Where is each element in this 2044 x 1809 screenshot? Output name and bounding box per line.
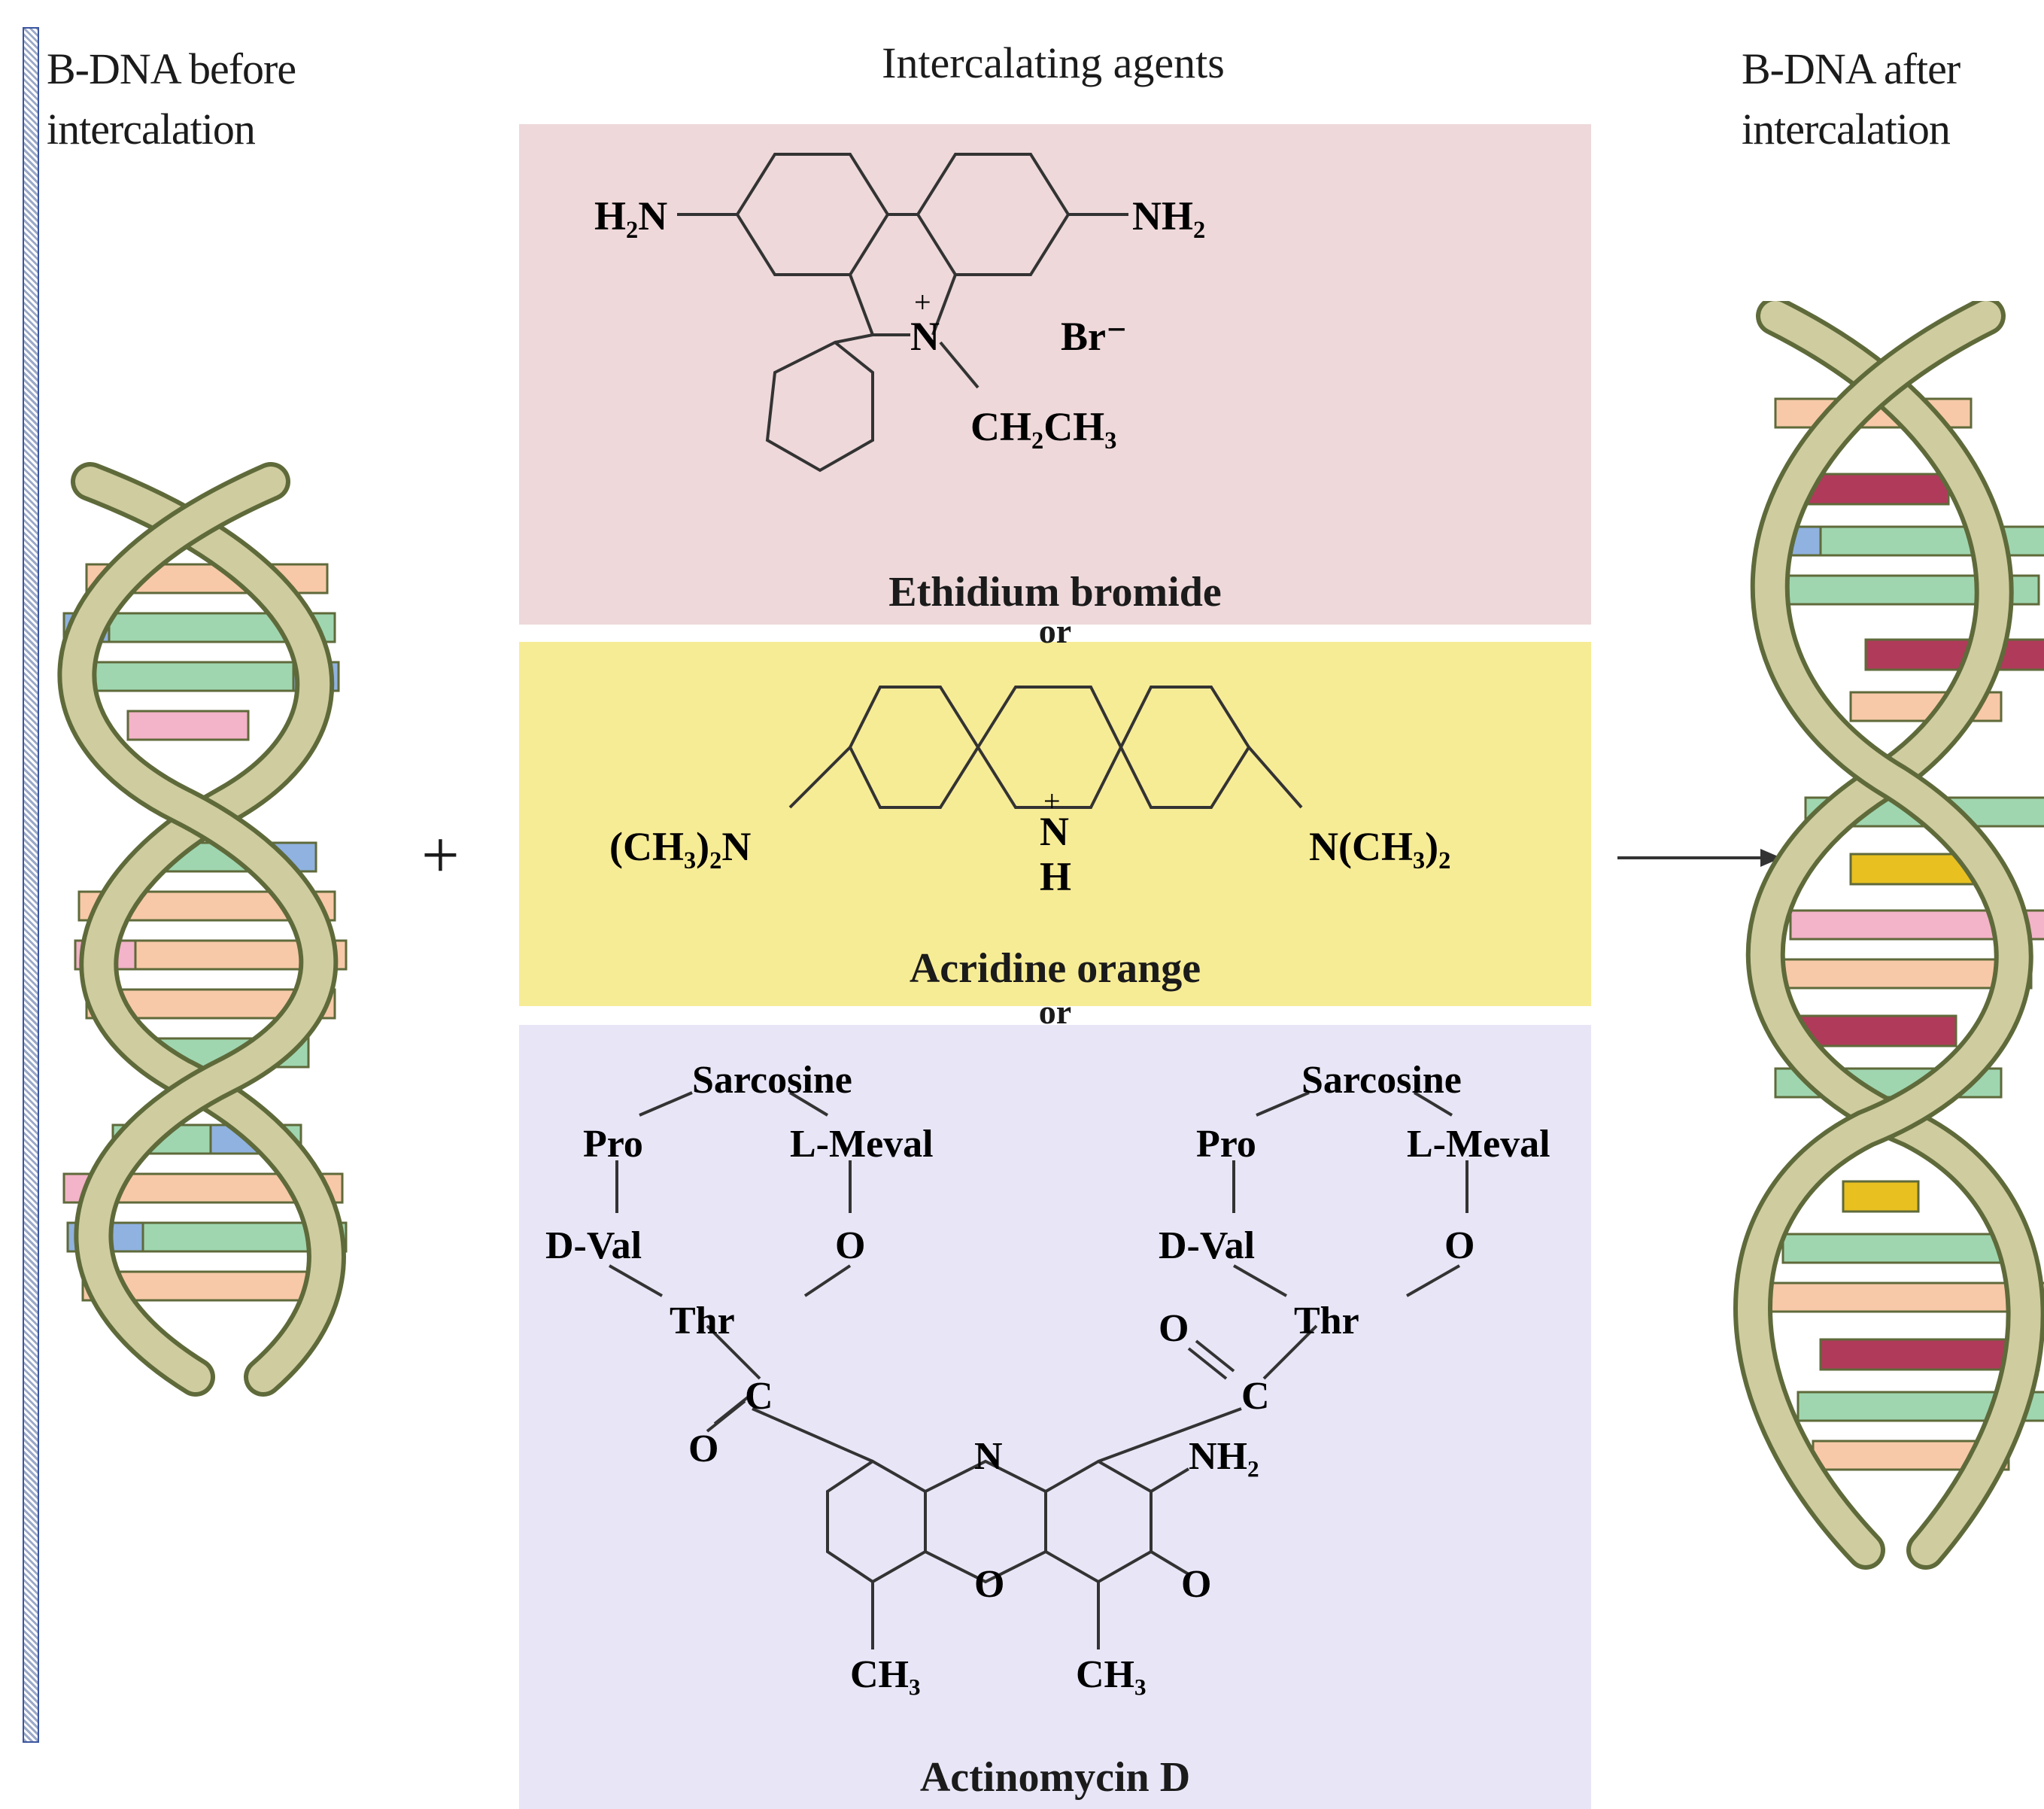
or-connector-2: or <box>1038 993 1072 1031</box>
right-header-line1: B-DNA after <box>1742 44 1960 93</box>
ethidium-nh2: NH₂ <box>1132 193 1205 239</box>
acridine-n: N <box>1040 809 1069 854</box>
ethidium-panel <box>519 124 1591 625</box>
phenoxazine-n: N <box>974 1435 1003 1478</box>
ethidium-structure: H₂N NH₂ N + Br⁻ CH₂CH₃ <box>594 153 1205 473</box>
acridine-left-group: (CH₃)₂N <box>609 824 751 869</box>
ethidium-n: N <box>910 314 940 359</box>
right-header: B-DNA after intercalation <box>1742 39 1960 160</box>
acridine-name: Acridine orange <box>909 945 1201 992</box>
acridine-structure: (CH₃)₂N N(CH₃)₂ N + H <box>609 686 1450 899</box>
o-left-ring: O <box>835 1224 865 1267</box>
ethidium-name: Ethidium bromide <box>888 569 1222 616</box>
phenoxazine-o: O <box>974 1563 1004 1606</box>
actinomycin-nh2: NH₂ <box>1189 1435 1259 1478</box>
left-frame-bar <box>23 27 39 1743</box>
dna-after-helix <box>1733 301 2044 1570</box>
left-header-line1: B-DNA before <box>47 44 296 93</box>
acridine-h: H <box>1040 854 1071 899</box>
c-left: C <box>745 1375 773 1418</box>
ethidium-charge: + <box>914 285 931 319</box>
ch3-left: CH₃ <box>850 1653 921 1696</box>
dval-left: D-Val <box>545 1224 642 1267</box>
dval-right: D-Val <box>1159 1224 1255 1267</box>
c-right: C <box>1241 1375 1270 1418</box>
meval-left: L-Meval <box>790 1123 934 1166</box>
left-header-line2: intercalation <box>47 105 256 154</box>
ethidium-ethyl: CH₂CH₃ <box>970 404 1116 449</box>
sarcosine-right: Sarcosine <box>1301 1059 1462 1102</box>
o-right-ring: O <box>1444 1224 1475 1267</box>
right-header-line2: intercalation <box>1742 105 1951 154</box>
meval-right: L-Meval <box>1407 1123 1550 1166</box>
acridine-panel <box>519 642 1591 1006</box>
ethidium-br: Br⁻ <box>1061 314 1128 359</box>
o-carbonyl-left: O <box>688 1427 718 1470</box>
reaction-arrow <box>1617 849 1781 867</box>
keto-o: O <box>1181 1563 1211 1606</box>
ch3-right: CH₃ <box>1076 1653 1147 1696</box>
thr-right: Thr <box>1294 1300 1359 1342</box>
ethidium-h2n: H₂N <box>594 193 667 239</box>
pro-left: Pro <box>583 1123 643 1166</box>
plus-sign: + <box>421 818 460 892</box>
actinomycin-panel <box>519 1025 1591 1809</box>
sarcosine-left: Sarcosine <box>692 1059 852 1102</box>
o-carbonyl-right: O <box>1159 1307 1189 1350</box>
acridine-right-group: N(CH₃)₂ <box>1309 824 1450 869</box>
pro-right: Pro <box>1196 1123 1256 1166</box>
or-connector-1: or <box>1038 612 1072 650</box>
acridine-charge: + <box>1043 784 1061 818</box>
center-header: Intercalating agents <box>882 38 1225 87</box>
thr-left: Thr <box>670 1300 735 1342</box>
dna-before-helix <box>57 462 348 1397</box>
left-header: B-DNA before intercalation <box>47 39 296 160</box>
actinomycin-structure: Sarcosine Sarcosine Pro Pro L-Meval L-Me… <box>545 1059 1550 1696</box>
actinomycin-name: Actinomycin D <box>919 1754 1191 1801</box>
